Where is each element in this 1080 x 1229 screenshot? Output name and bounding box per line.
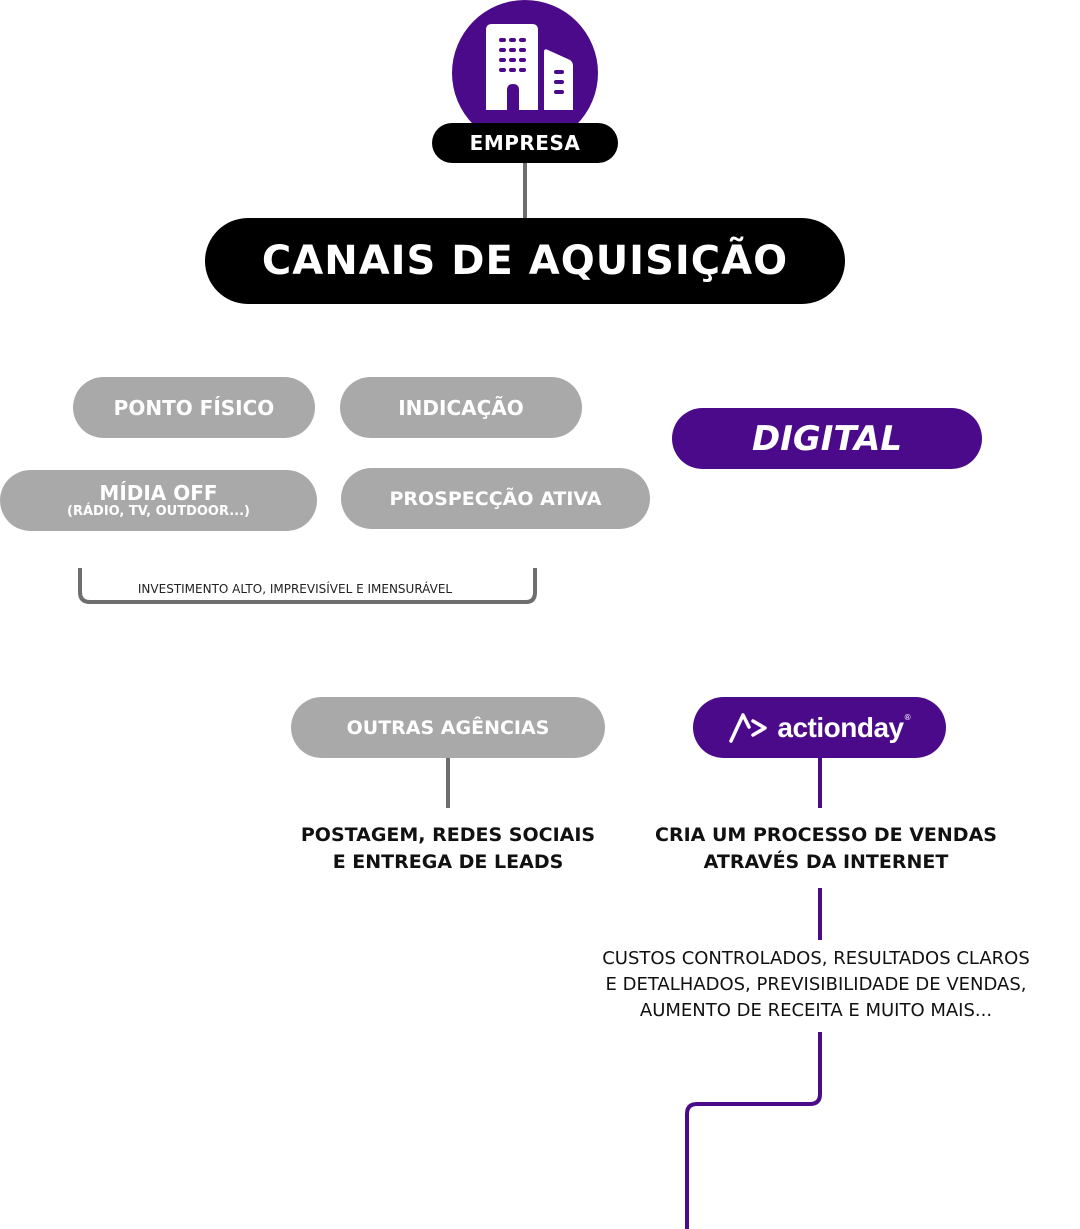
actionday-desc-line2: ATRAVÉS DA INTERNET bbox=[703, 851, 949, 873]
page-title: CANAIS DE AQUISIÇÃO bbox=[205, 218, 845, 304]
outras-desc-line2: E ENTREGA DE LEADS bbox=[332, 851, 564, 873]
actionday-description: CRIA UM PROCESSO DE VENDAS ATRAVÉS DA IN… bbox=[616, 822, 1036, 876]
outras-agencias-text: OUTRAS AGÊNCIAS bbox=[346, 716, 550, 739]
actionday-benefits: CUSTOS CONTROLADOS, RESULTADOS CLAROS E … bbox=[552, 946, 1080, 1024]
company-circle bbox=[452, 0, 598, 146]
actionday-desc-line1: CRIA UM PROCESSO DE VENDAS bbox=[655, 824, 997, 846]
channel-ponto-fisico: PONTO FÍSICO bbox=[73, 377, 315, 438]
benefits-line1: CUSTOS CONTROLADOS, RESULTADOS CLAROS bbox=[602, 948, 1030, 969]
bracket-note: INVESTIMENTO ALTO, IMPREVISÍVEL E IMENSU… bbox=[137, 582, 453, 596]
channel-midia-off: MÍDIA OFF (RÁDIO, TV, OUTDOOR...) bbox=[0, 470, 317, 531]
channel-ponto-fisico-text: PONTO FÍSICO bbox=[113, 395, 275, 420]
channel-digital-text: DIGITAL bbox=[752, 418, 902, 459]
actionday-logo: actionday ® bbox=[693, 697, 946, 758]
channel-prospeccao-text: PROSPECÇÃO ATIVA bbox=[389, 487, 602, 510]
outras-desc-line1: POSTAGEM, REDES SOCIAIS bbox=[300, 824, 596, 846]
channel-prospeccao: PROSPECÇÃO ATIVA bbox=[341, 468, 650, 529]
actionday-line-3 bbox=[685, 1032, 822, 1229]
actionday-brand: actionday bbox=[777, 711, 904, 743]
company-label: EMPRESA bbox=[432, 123, 618, 163]
page-title-text: CANAIS DE AQUISIÇÃO bbox=[261, 238, 789, 284]
benefits-line2: E DETALHADOS, PREVISIBILIDADE DE VENDAS, bbox=[605, 974, 1027, 995]
outras-agencias: OUTRAS AGÊNCIAS bbox=[291, 697, 605, 758]
company-label-text: EMPRESA bbox=[469, 131, 581, 155]
channel-digital: DIGITAL bbox=[672, 408, 982, 469]
channel-indicacao: INDICAÇÃO bbox=[340, 377, 582, 438]
benefits-line3: AUMENTO DE RECEITA E MUITO MAIS... bbox=[639, 1000, 993, 1021]
channel-midia-off-text: MÍDIA OFF bbox=[99, 480, 218, 505]
actionday-mark-icon bbox=[729, 712, 768, 743]
registered-icon: ® bbox=[903, 713, 912, 722]
outras-description: POSTAGEM, REDES SOCIAIS E ENTREGA DE LEA… bbox=[258, 822, 638, 876]
channel-indicacao-text: INDICAÇÃO bbox=[398, 395, 524, 420]
channel-midia-off-sub: (RÁDIO, TV, OUTDOOR...) bbox=[67, 503, 250, 519]
building-icon bbox=[486, 24, 573, 110]
investment-bracket bbox=[78, 568, 537, 604]
